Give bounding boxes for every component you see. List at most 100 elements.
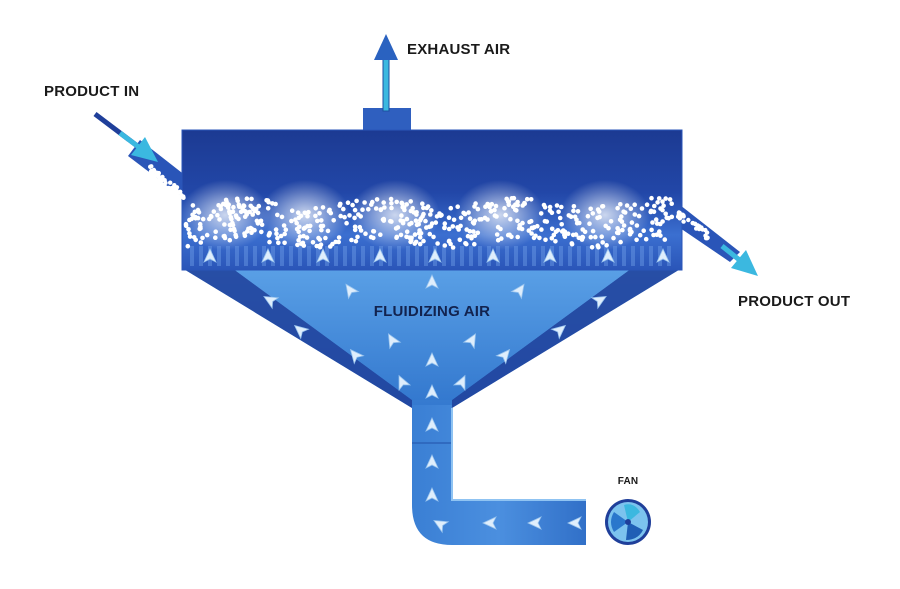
particle — [634, 223, 640, 228]
particle — [294, 220, 300, 226]
particle — [414, 212, 419, 217]
particle — [505, 232, 511, 238]
particle — [487, 204, 492, 210]
particle — [575, 209, 581, 214]
particle — [217, 217, 222, 222]
particle — [663, 211, 668, 217]
particle — [307, 228, 312, 234]
particle — [654, 232, 660, 237]
particle — [242, 231, 247, 236]
exhaust-air-label: EXHAUST AIR — [407, 41, 510, 58]
particle — [181, 194, 186, 199]
particle — [615, 205, 620, 211]
particle — [249, 196, 254, 202]
particle — [485, 217, 490, 222]
air-flow-arrow-icon — [590, 296, 607, 310]
particle — [378, 207, 384, 212]
particle — [435, 241, 440, 246]
particle — [590, 211, 596, 216]
particle — [611, 235, 616, 241]
particle — [469, 236, 474, 241]
air-flow-arrow-icon — [203, 248, 217, 263]
particle — [378, 232, 383, 237]
particle — [297, 224, 302, 230]
particle — [353, 238, 359, 244]
particle — [574, 220, 580, 226]
particle — [275, 212, 280, 218]
particle — [652, 203, 657, 209]
particle — [569, 241, 575, 247]
particle — [455, 204, 461, 209]
particle — [345, 200, 351, 205]
exhaust-stub — [363, 108, 411, 132]
particle — [213, 229, 218, 234]
particle — [399, 201, 405, 206]
particle — [381, 200, 387, 205]
particle — [539, 227, 544, 232]
particle — [208, 213, 214, 219]
particle — [416, 221, 422, 227]
air-flow-arrow-icon — [261, 248, 275, 263]
particle — [615, 226, 620, 231]
particle — [418, 231, 424, 236]
particle — [149, 164, 154, 169]
particle — [393, 226, 399, 231]
air-flow-arrow-icon — [452, 374, 466, 392]
particle — [328, 210, 334, 216]
particle — [211, 209, 217, 214]
particle — [595, 243, 601, 248]
particle — [313, 206, 319, 211]
air-flow-arrow-icon — [601, 248, 615, 263]
particle — [417, 235, 423, 240]
particle — [238, 209, 244, 215]
particle — [467, 216, 473, 221]
particle — [227, 237, 233, 243]
particle — [259, 229, 264, 235]
particle — [457, 237, 463, 243]
air-flow-arrow-icon — [550, 324, 567, 340]
particle — [166, 185, 171, 191]
particle — [221, 234, 227, 239]
particle — [388, 196, 394, 202]
particle — [267, 239, 272, 245]
air-flow-arrow-icon — [373, 248, 387, 263]
particle — [204, 232, 210, 238]
particle — [528, 197, 534, 202]
particle — [279, 214, 285, 220]
particle — [620, 227, 625, 233]
particle — [663, 196, 668, 201]
particle — [394, 199, 400, 205]
bed-glow — [560, 180, 650, 250]
particle — [643, 236, 649, 242]
particle — [344, 220, 349, 226]
particle — [360, 207, 365, 212]
particle — [289, 218, 294, 224]
particle — [499, 236, 504, 241]
air-flow-arrow-icon — [425, 274, 439, 289]
particle — [408, 208, 414, 214]
particle — [619, 219, 625, 224]
particle — [227, 222, 233, 228]
particle — [273, 227, 279, 232]
particle — [604, 243, 609, 248]
particle — [493, 203, 499, 209]
air-flow-arrow-icon — [425, 487, 439, 502]
particle — [299, 241, 304, 246]
particle — [568, 214, 574, 219]
particle — [394, 235, 399, 240]
particle — [544, 219, 550, 224]
particle — [600, 204, 605, 209]
particle — [483, 204, 488, 209]
particle — [331, 218, 337, 223]
fluidizing-air-label: FLUIDIZING AIR — [374, 303, 490, 320]
particle — [669, 201, 674, 206]
particle — [492, 207, 497, 213]
particle — [446, 215, 452, 220]
particle — [349, 237, 354, 243]
particle — [313, 213, 318, 219]
particle — [589, 245, 595, 250]
particle — [404, 234, 409, 240]
particle — [488, 209, 494, 214]
air-flow-arrow-icon — [567, 516, 582, 530]
